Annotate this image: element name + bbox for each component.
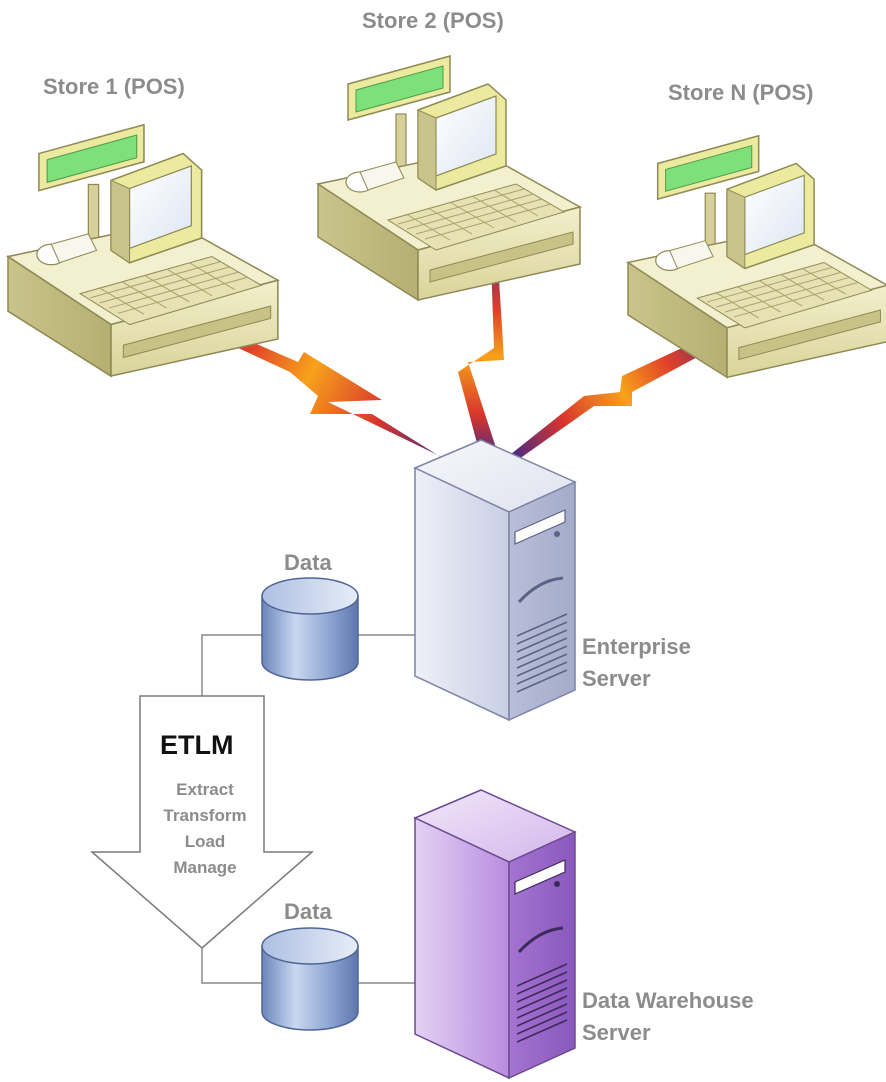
connector-lines — [201, 634, 418, 984]
warehouse-server-label-line1: Data Warehouse — [582, 988, 754, 1013]
database-icon-enterprise — [261, 577, 359, 681]
data-warehouse-server-icon — [413, 789, 577, 1080]
link-store-n — [506, 320, 748, 464]
etlm-step-manage: Manage — [173, 858, 237, 877]
etlm-step-load: Load — [184, 832, 226, 851]
pos-terminal-store-1 — [7, 123, 279, 377]
store-1-label: Store 1 (POS) — [43, 74, 185, 99]
store-n-label: Store N (POS) — [668, 80, 814, 105]
enterprise-server-label-line1: Enterprise — [582, 634, 691, 659]
pos-terminal-store-2 — [317, 55, 581, 301]
warehouse-server-label-line2: Server — [582, 1020, 651, 1045]
etlm-title: ETLM — [160, 730, 234, 760]
store-2-label: Store 2 (POS) — [362, 8, 504, 33]
link-store-2 — [458, 228, 504, 462]
pos-terminal-store-n — [627, 135, 886, 379]
etlm-step-transform: Transform — [163, 806, 247, 825]
etlm-step-extract: Extract — [176, 780, 234, 799]
enterprise-server-label-line2: Server — [582, 666, 651, 691]
etlm-arrow — [90, 695, 314, 949]
enterprise-server-icon — [413, 439, 577, 722]
data-label-enterprise: Data — [284, 550, 332, 575]
database-icon-warehouse — [261, 927, 359, 1031]
data-label-warehouse: Data — [284, 899, 332, 924]
